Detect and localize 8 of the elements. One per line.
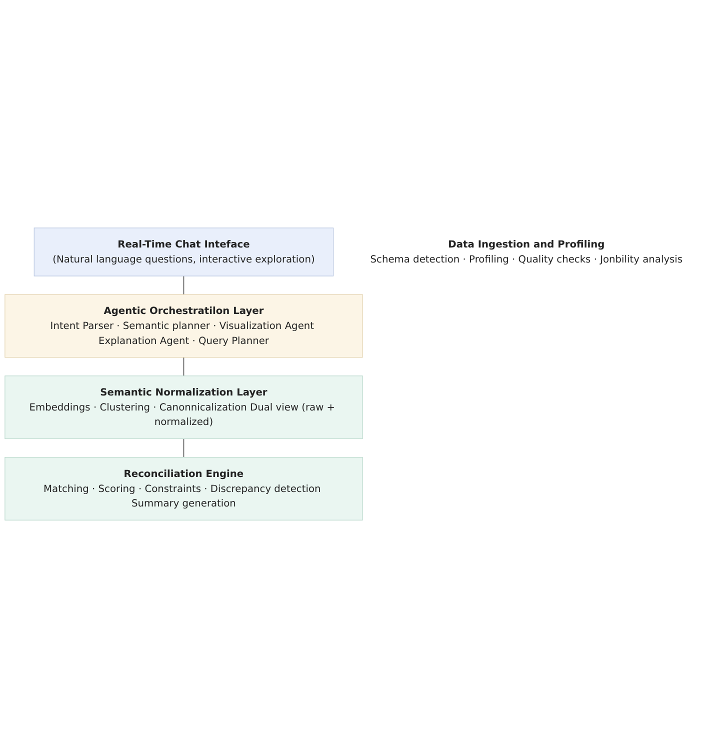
node-box: Agentic Orchestratilon Layer Intent Parser · Semantic planner · Visualization Agent Explanation Agent · Query Planner [4, 294, 363, 358]
node-box: Real-Time Chat Inteface (Natural language questions, interactive exploration) [34, 228, 334, 277]
node-text: Data Ingestion and Profiling Schema detection · Profiling · Quality checks · Jonbility analysis [370, 238, 683, 266]
node-box: Semantic Normalization Layer Embeddings · Clustering · Canonnicalization Dual view (raw + normalized) [4, 376, 363, 440]
connector [183, 276, 184, 296]
connector [183, 357, 184, 377]
node-box: Reconciliation Engine Matching · Scoring · Constraints · Discrepancy detection Summary generation [4, 457, 363, 521]
connector [183, 438, 184, 458]
